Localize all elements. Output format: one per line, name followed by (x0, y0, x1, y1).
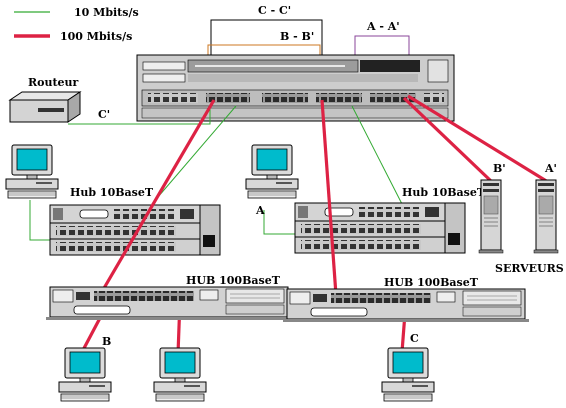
label-c: C (410, 332, 419, 345)
hub10-left: Hub 10BaseT (49, 186, 221, 256)
label-b: B (102, 335, 111, 348)
label-routeur: Routeur (28, 76, 79, 89)
router: Routeur (8, 76, 82, 123)
link-router-switch (68, 106, 211, 125)
label-cc: C - C' (258, 4, 291, 17)
link-switch-hub100-left (98, 99, 216, 296)
label-hub10-left: Hub 10BaseT (70, 186, 154, 199)
pc-bottom-c (381, 347, 435, 402)
link-switch-hub10-right (351, 105, 403, 205)
desktop-computer-icon (153, 347, 207, 402)
link-switch-server-a (407, 94, 549, 184)
label-serveurs: SERVEURS (495, 262, 564, 275)
link-switch-hub100-right (320, 99, 338, 296)
hub-icon (49, 204, 221, 256)
label-aa: A - A' (366, 20, 400, 33)
tower-server-icon (478, 179, 504, 254)
switch-port-group-4 (370, 93, 416, 103)
desktop-computer-icon (58, 347, 112, 402)
label-a: A (255, 204, 265, 217)
pc-top-middle (245, 144, 299, 199)
tower-server-icon (533, 179, 559, 254)
switch-port-group-1 (206, 93, 250, 103)
hub100-right: HUB 100BaseT (282, 276, 530, 323)
desktop-computer-icon (5, 144, 59, 199)
hub-icon (294, 202, 466, 254)
segment-loop-aa (354, 35, 410, 55)
hub10-right: Hub 10BaseT (294, 186, 486, 254)
pc-bottom-b (58, 347, 112, 402)
label-bb: B - B' (280, 30, 314, 43)
hub100-left: HUB 100BaseT (45, 274, 293, 321)
switch-port-group-2 (262, 93, 308, 103)
label-hub100-right: HUB 100BaseT (384, 276, 479, 289)
servers: B' A' SERVEURS (478, 162, 564, 275)
label-a-prime: A' (544, 162, 557, 175)
link-hub100-pc-b (80, 317, 102, 353)
link-switch-hub10-left (151, 105, 237, 205)
desktop-computer-icon (381, 347, 435, 402)
switch-port-group-3 (316, 93, 362, 103)
pc-top-left (5, 144, 59, 199)
legend: 10 Mbits/s 100 Mbits/s (14, 6, 139, 43)
label-hub10-right: Hub 10BaseT (402, 186, 486, 199)
hub-icon (282, 288, 530, 323)
link-switch-server-b (402, 96, 494, 184)
pc-bottom-middle (153, 347, 207, 402)
legend-100mbit-label: 100 Mbits/s (60, 30, 132, 43)
label-c-prime: C' (98, 108, 110, 121)
main-switch (136, 54, 455, 122)
desktop-computer-icon (245, 144, 299, 199)
label-hub100-left: HUB 100BaseT (186, 274, 281, 287)
segment-loop-bb (207, 44, 321, 60)
hub-icon (45, 286, 293, 321)
legend-10mbit-label: 10 Mbits/s (74, 6, 139, 19)
label-b-prime: B' (493, 162, 506, 175)
